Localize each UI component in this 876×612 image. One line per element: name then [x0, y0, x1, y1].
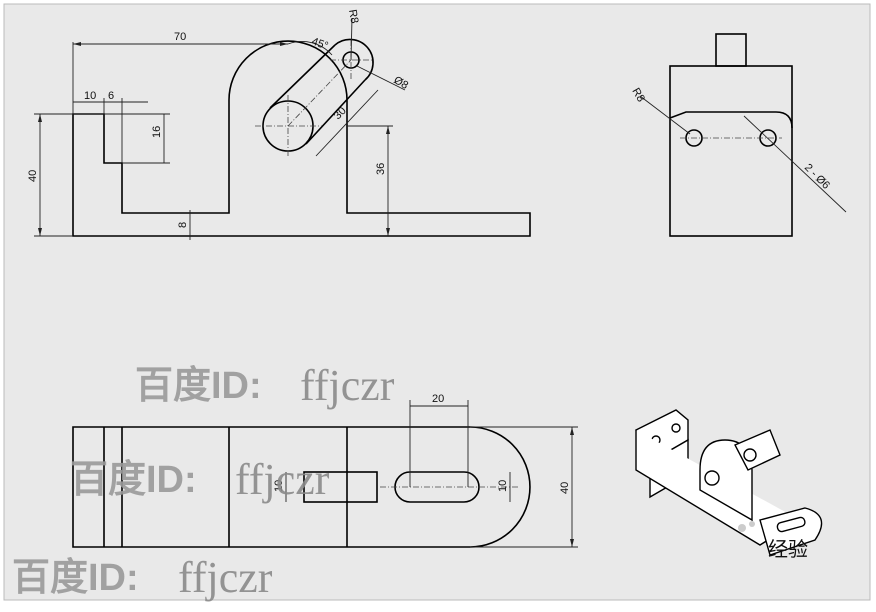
arrow [570, 427, 574, 435]
arrow [386, 228, 390, 236]
watermark-user: ffjczr [178, 553, 273, 602]
top-outline [72, 426, 531, 548]
iso-slot-end [759, 507, 823, 556]
angle-arc [287, 41, 333, 56]
arm-edge-lower [305, 79, 366, 145]
arm-centerline [287, 59, 352, 127]
iso-slot [776, 516, 806, 533]
watermark-prefix: 百度ID: [70, 459, 197, 501]
side-outline [669, 65, 793, 237]
paw-icon [749, 521, 755, 527]
dim-text-width40: 40 [559, 482, 571, 494]
arm-edge-upper [269, 44, 336, 109]
watermark-user: ffjczr [235, 455, 330, 504]
front-view: 70 45° R8 Ø8 30 40 10 6 16 [27, 9, 531, 240]
arrow [386, 126, 390, 134]
dim-text-10: 10 [84, 90, 96, 102]
watermark-2: 百度ID: ffjczr [70, 455, 330, 504]
dim-text-slot10: 10 [497, 480, 509, 492]
top-tab [303, 471, 378, 503]
watermark-3: 百度ID: ffjczr [12, 553, 273, 602]
watermark-prefix: 百度ID: [12, 557, 139, 599]
dim-text-6: 6 [108, 90, 114, 102]
arrow [38, 114, 42, 122]
dim-text-16: 16 [151, 126, 163, 138]
paw-icon [738, 524, 746, 532]
dim-text-r8: R8 [346, 9, 360, 25]
front-view-outline [72, 40, 531, 237]
iso-upright [699, 439, 753, 522]
dim-text-40: 40 [27, 170, 39, 182]
leader-side-holes [743, 115, 847, 213]
dim-text-20: 20 [432, 393, 444, 405]
watermark-1: 百度ID: ffjczr [135, 361, 395, 410]
corner-watermark-text: 经验 [768, 538, 808, 561]
dim-text-8: 8 [177, 222, 189, 228]
top-view: 20 10 10 40 [72, 393, 578, 548]
leader-r8 [350, 17, 353, 61]
corner-logo: 经验 [738, 521, 808, 561]
arrow [280, 42, 288, 46]
watermark-prefix: 百度ID: [135, 365, 262, 407]
iso-plate-hole [671, 423, 681, 433]
dim-text-tab10: 10 [273, 480, 285, 492]
leader-side-r8 [639, 95, 691, 135]
iso-big-hole [704, 470, 720, 486]
leader-dia8 [356, 65, 406, 91]
arrow [73, 42, 81, 46]
isometric-view [635, 409, 823, 556]
arrow [570, 539, 574, 547]
dim-line-30 [315, 89, 379, 157]
iso-lug-hole [743, 448, 757, 462]
dim-text-70: 70 [174, 31, 186, 43]
arrow [38, 228, 42, 236]
watermark-user: ffjczr [300, 361, 395, 410]
dim-text-45: 45° [310, 36, 330, 53]
dim-text-36: 36 [375, 163, 387, 175]
side-inner-edge [669, 111, 793, 129]
